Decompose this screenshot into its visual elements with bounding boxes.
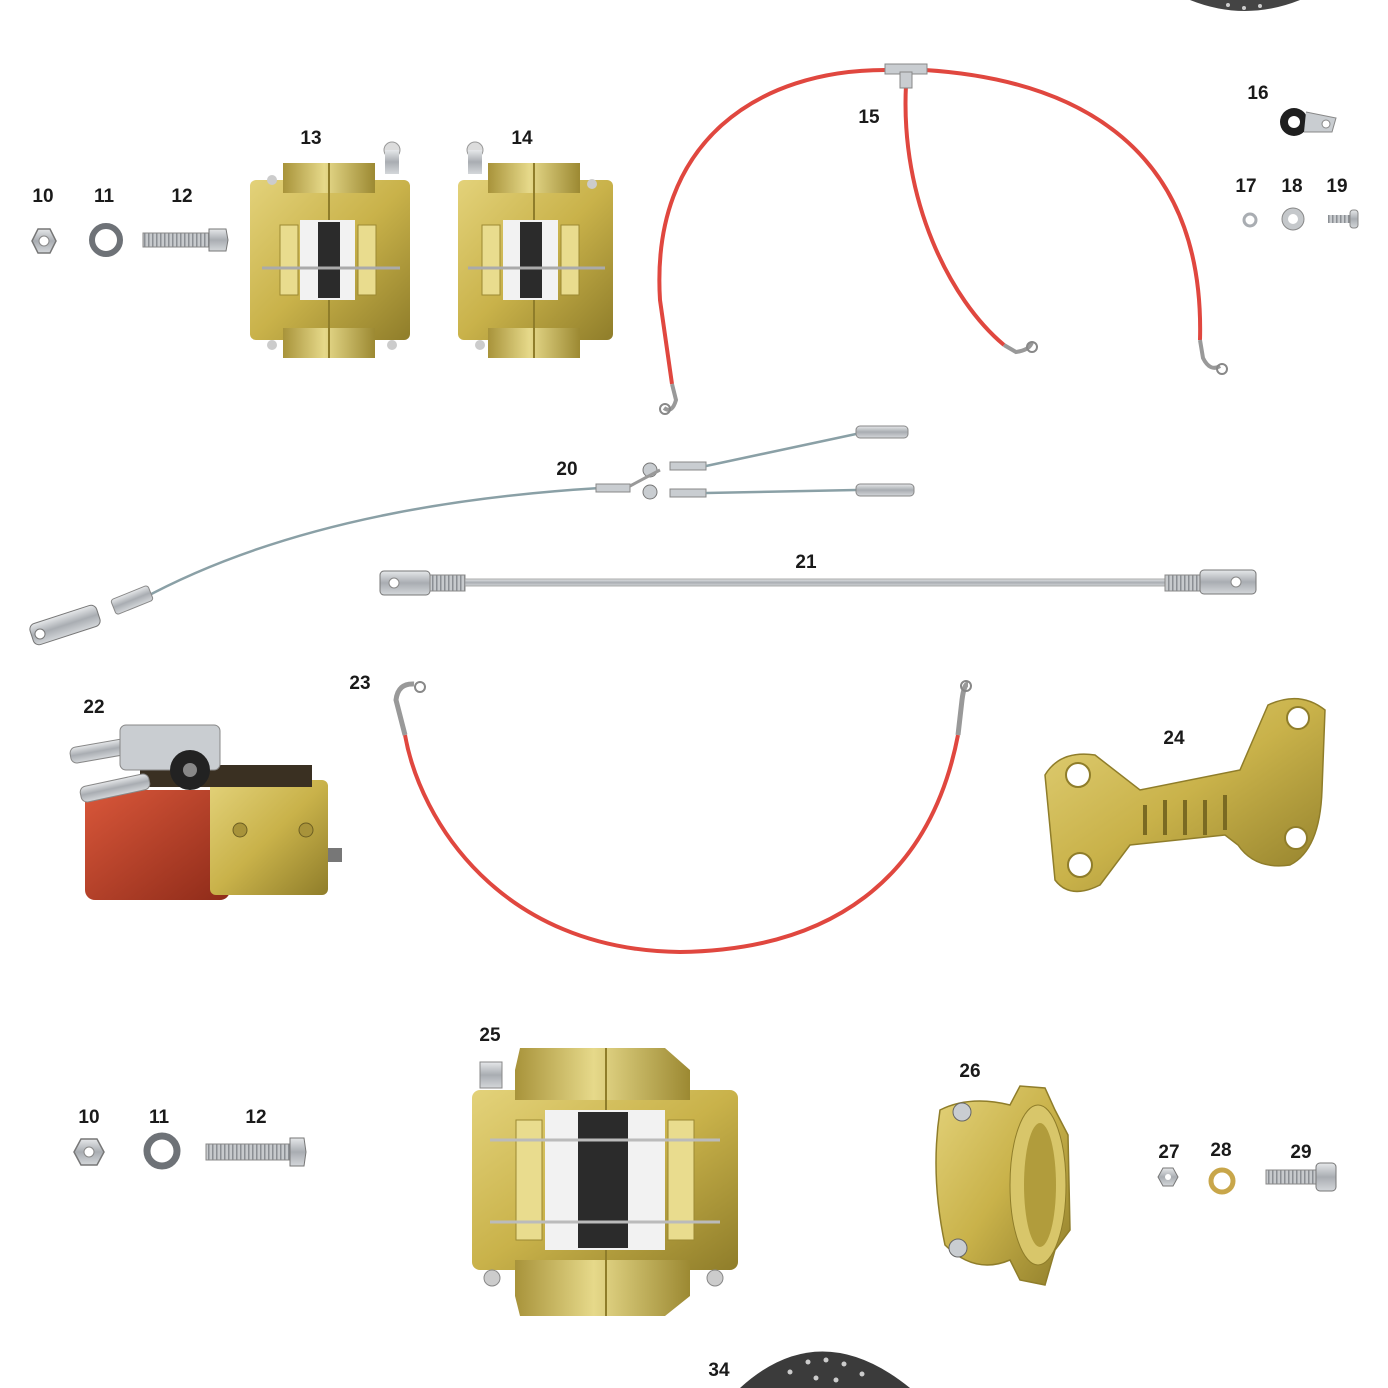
label-part-12-top: 12 bbox=[171, 186, 193, 207]
screw-29 bbox=[1265, 1162, 1337, 1192]
label-part-29: 29 bbox=[1290, 1142, 1312, 1163]
bracket-24 bbox=[1044, 697, 1326, 893]
rod-21 bbox=[379, 569, 1257, 596]
label-part-26: 26 bbox=[959, 1061, 981, 1082]
label-part-10-bottom: 10 bbox=[78, 1107, 100, 1128]
caliper-14 bbox=[458, 141, 613, 358]
brake-line-15 bbox=[657, 63, 1228, 415]
label-part-15: 15 bbox=[858, 107, 880, 128]
washer-small-17 bbox=[1242, 212, 1258, 228]
caliper-25 bbox=[472, 1048, 738, 1316]
label-part-34: 34 bbox=[708, 1360, 730, 1381]
washer-28 bbox=[1208, 1167, 1236, 1195]
clip-16 bbox=[1280, 108, 1337, 136]
label-part-20: 20 bbox=[556, 459, 578, 480]
bolt-bottom bbox=[205, 1137, 307, 1167]
label-part-24: 24 bbox=[1163, 728, 1185, 749]
label-part-12-bottom: 12 bbox=[245, 1107, 267, 1128]
brake-line-23 bbox=[393, 680, 972, 955]
washer-bottom bbox=[143, 1132, 181, 1170]
label-part-21: 21 bbox=[795, 552, 817, 573]
washer-top bbox=[89, 223, 123, 257]
bolt-top bbox=[142, 228, 229, 252]
label-part-28: 28 bbox=[1210, 1140, 1232, 1161]
label-part-27: 27 bbox=[1158, 1142, 1180, 1163]
label-part-19: 19 bbox=[1326, 176, 1348, 197]
screw-19 bbox=[1328, 209, 1359, 229]
master-cylinder-22 bbox=[69, 724, 342, 900]
label-part-23: 23 bbox=[349, 673, 371, 694]
label-part-11-top: 11 bbox=[93, 186, 115, 207]
label-part-13: 13 bbox=[300, 128, 322, 149]
label-part-14: 14 bbox=[511, 128, 533, 149]
caliper-13 bbox=[250, 141, 410, 358]
hex-nut-top bbox=[31, 228, 57, 254]
label-part-11-bottom: 11 bbox=[148, 1107, 170, 1128]
label-part-16: 16 bbox=[1247, 83, 1269, 104]
label-part-25: 25 bbox=[479, 1025, 501, 1046]
label-part-10-top: 10 bbox=[32, 186, 54, 207]
brake-disc-bottom bbox=[740, 1351, 910, 1388]
washer-18 bbox=[1281, 207, 1305, 231]
hub-26 bbox=[935, 1085, 1071, 1286]
label-part-18: 18 bbox=[1281, 176, 1303, 197]
cable-20 bbox=[29, 425, 915, 646]
label-part-17: 17 bbox=[1235, 176, 1257, 197]
brake-disc-top bbox=[1190, 0, 1300, 11]
label-part-22: 22 bbox=[83, 697, 105, 718]
hex-nut-bottom bbox=[73, 1138, 105, 1166]
nut-27 bbox=[1157, 1167, 1179, 1187]
